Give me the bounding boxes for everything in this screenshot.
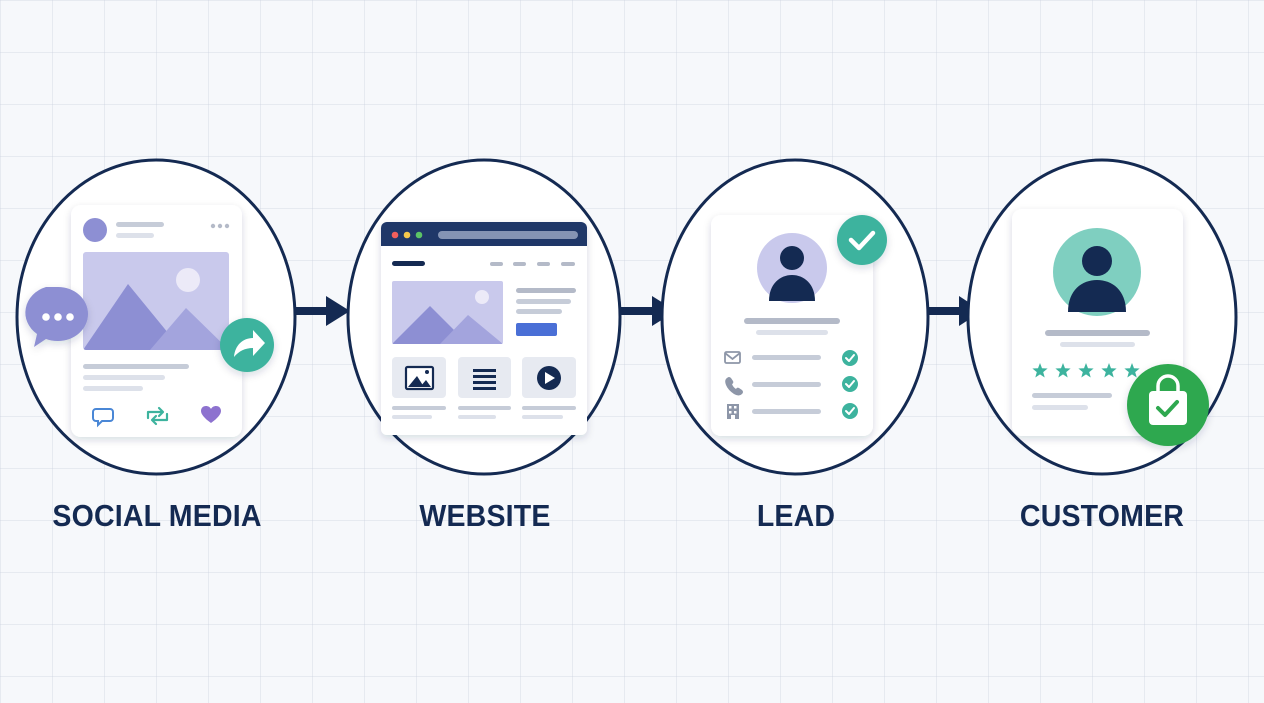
- star-icon: [1078, 363, 1094, 378]
- phone-icon: [725, 377, 743, 396]
- user-avatar-icon: [1053, 228, 1141, 316]
- more-dots-icon: [210, 223, 230, 229]
- stage-social-media: [15, 158, 297, 476]
- shopping-bag-check-icon: [1127, 364, 1209, 446]
- star-rating-icon: [1032, 363, 1140, 378]
- browser-window-icon: [381, 222, 587, 435]
- star-icon: [1124, 363, 1140, 378]
- image-icon: [392, 357, 446, 398]
- mail-icon: [724, 351, 741, 364]
- stage-customer: [966, 158, 1238, 476]
- star-icon: [1055, 363, 1071, 378]
- play-icon: [522, 357, 576, 398]
- building-icon: [727, 404, 739, 419]
- checkmark-badge-icon: [837, 215, 887, 265]
- image-icon: [83, 252, 229, 350]
- check-icon: [842, 376, 858, 392]
- stage-label-website: WEBSITE: [419, 498, 551, 533]
- stage-website: [346, 158, 622, 476]
- social-post-card: [71, 205, 242, 437]
- stage-label-customer: CUSTOMER: [1019, 498, 1185, 533]
- user-avatar-icon: [757, 233, 827, 303]
- star-icon: [1032, 363, 1048, 378]
- check-icon: [842, 350, 858, 366]
- stage-label-social: SOCIAL MEDIA: [52, 498, 262, 533]
- check-icon: [842, 403, 858, 419]
- stage-lead: [660, 158, 930, 476]
- star-icon: [1101, 363, 1117, 378]
- retweet-icon: [146, 406, 169, 426]
- cta-button: [516, 323, 557, 336]
- arrow-1: [296, 296, 350, 326]
- avatar-icon: [83, 218, 107, 242]
- stage-label-lead: LEAD: [756, 498, 836, 533]
- heart-icon: [201, 406, 221, 423]
- text-lines-icon: [458, 357, 511, 398]
- chat-bubble-icon: [25, 287, 88, 347]
- lead-contact-card: [711, 215, 873, 436]
- hero-image-icon: [392, 281, 503, 344]
- comment-icon: [92, 408, 114, 428]
- share-arrow-icon: [220, 318, 274, 372]
